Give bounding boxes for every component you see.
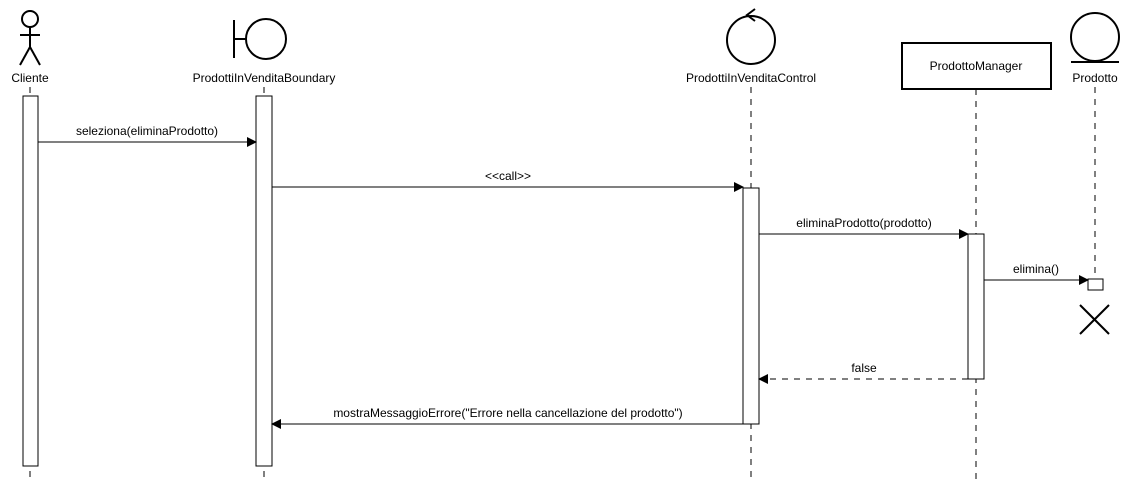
participant-label: ProdottiInVenditaBoundary	[193, 71, 336, 85]
participant-label: ProdottiInVenditaControl	[686, 71, 816, 85]
activation-bar	[1087, 278, 1104, 291]
activation-bar	[742, 187, 760, 425]
participant-boundary: ProdottiInVenditaBoundary	[193, 18, 336, 482]
activation-bar	[967, 233, 985, 380]
participant-prodotto: Prodotto	[1070, 12, 1120, 335]
control-icon	[726, 8, 776, 65]
message-label: mostraMessaggioErrore("Errore nella canc…	[333, 406, 682, 420]
activation-bar	[22, 95, 39, 467]
participant-label: ProdottoManager	[930, 59, 1023, 73]
message-label: <<call>>	[485, 169, 531, 183]
message-return-false: false	[758, 361, 968, 384]
message-label: eliminaProdotto(prodotto)	[796, 216, 931, 230]
destruction-x-icon	[1079, 304, 1110, 335]
participant-cliente: Cliente	[11, 10, 49, 482]
participant-label: Prodotto	[1072, 71, 1118, 85]
message-seleziona: seleziona(eliminaProdotto)	[38, 124, 257, 147]
message-mostraMessaggioErrore: mostraMessaggioErrore("Errore nella canc…	[271, 406, 743, 429]
message-call: <<call>>	[272, 169, 744, 192]
participant-manager: ProdottoManager	[901, 42, 1052, 482]
participant-label: Cliente	[11, 71, 49, 85]
message-label: elimina()	[1013, 262, 1059, 276]
activation-bar	[255, 95, 273, 467]
message-label: false	[851, 361, 877, 375]
entity-icon	[1070, 12, 1120, 63]
message-label: seleziona(eliminaProdotto)	[76, 124, 218, 138]
participant-control: ProdottiInVenditaControl	[686, 8, 816, 482]
actor-icon	[19, 10, 41, 66]
message-elimina: elimina()	[984, 262, 1089, 285]
message-eliminaProdotto: eliminaProdotto(prodotto)	[759, 216, 969, 239]
boundary-icon	[233, 18, 287, 60]
